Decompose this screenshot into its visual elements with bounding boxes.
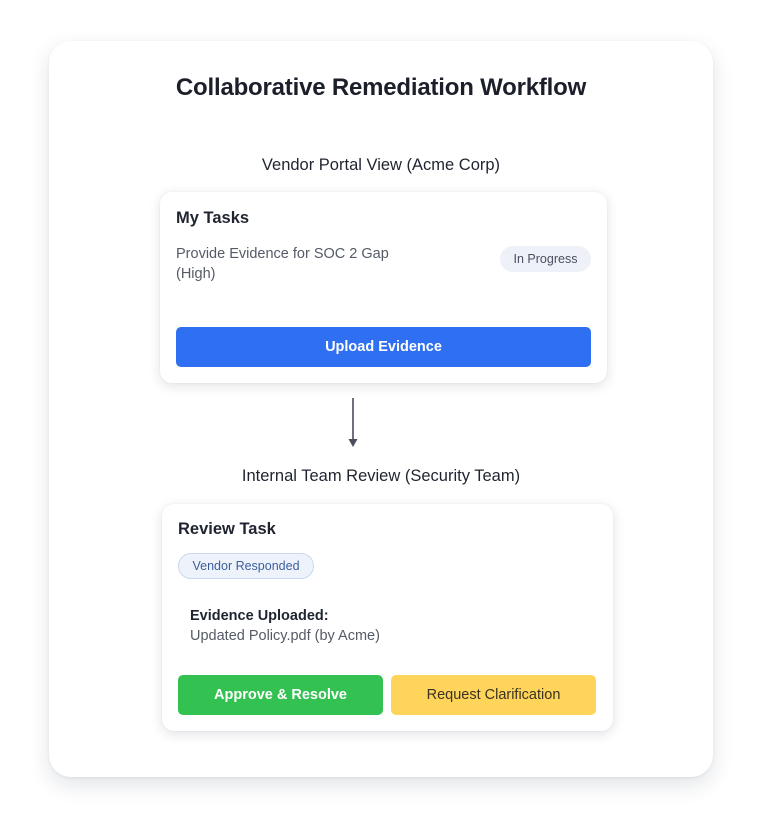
approve-resolve-button[interactable]: Approve & Resolve [178,675,383,715]
card-title: My Tasks [176,209,250,227]
arrow-down-icon [348,398,358,447]
card-title: Review Task [178,520,276,538]
internal-section-label: Internal Team Review (Security Team) [241,467,521,485]
request-clarification-button[interactable]: Request Clarification [391,675,596,715]
workflow-panel: Collaborative Remediation Workflow Vendo… [49,41,713,777]
evidence-label: Evidence Uploaded: [190,608,329,624]
vendor-task-card: My Tasks Provide Evidence for SOC 2 Gap … [160,192,607,383]
vendor-section-label: Vendor Portal View (Acme Corp) [261,156,501,174]
status-badge: In Progress [500,246,591,272]
upload-evidence-button[interactable]: Upload Evidence [176,327,591,367]
task-description: Provide Evidence for SOC 2 Gap (High) [176,246,389,282]
page-title: Collaborative Remediation Workflow [175,74,587,101]
evidence-file: Updated Policy.pdf (by Acme) [190,628,380,644]
status-badge: Vendor Responded [178,553,314,579]
review-task-card: Review Task Vendor Responded Evidence Up… [162,504,613,731]
